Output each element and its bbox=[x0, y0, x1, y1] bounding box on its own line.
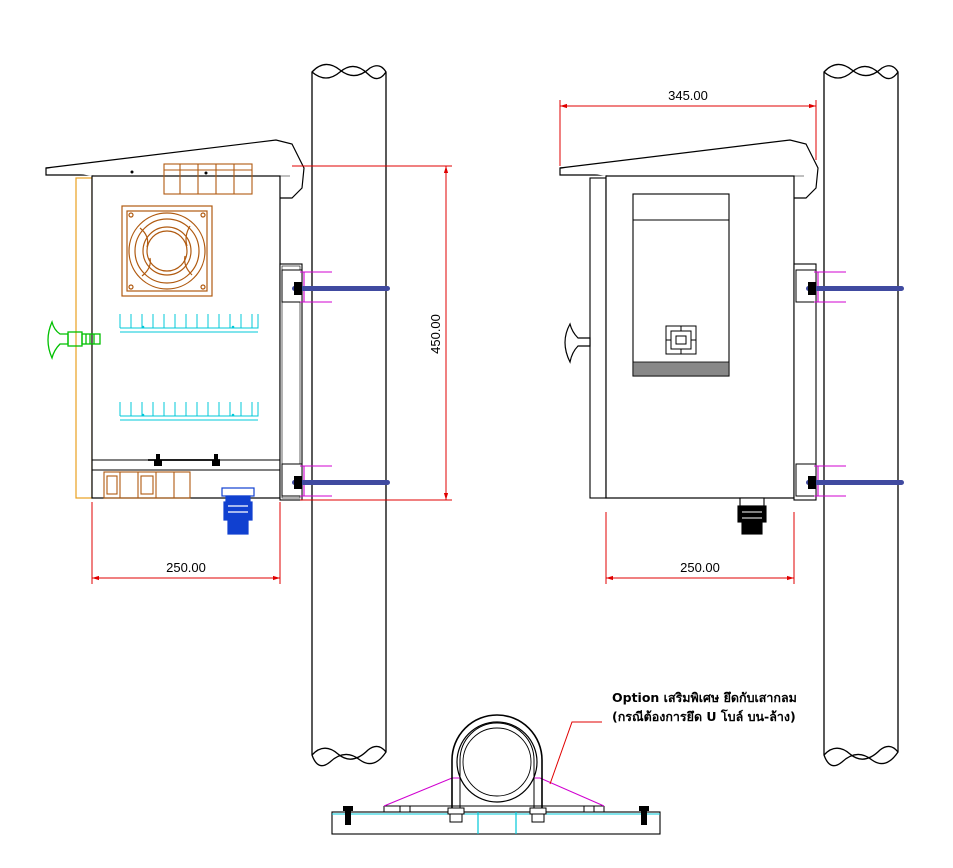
dimension-label: 345.00 bbox=[668, 88, 708, 103]
option-note-line2: (กรณีต้องการยึด U โบล์ บน-ล้าง) bbox=[612, 709, 796, 724]
dimension-width-left: 250.00 bbox=[91, 502, 281, 584]
u-bolt-icon bbox=[795, 269, 904, 497]
round-pole-icon bbox=[823, 63, 899, 767]
u-bolt-icon bbox=[451, 714, 543, 812]
handle-icon bbox=[564, 322, 591, 364]
fan-icon bbox=[121, 205, 213, 297]
round-pole-icon bbox=[311, 63, 387, 767]
u-bolt-icon bbox=[281, 269, 390, 497]
dimension-height: 450.00 bbox=[292, 165, 452, 501]
left-cabinet-view bbox=[45, 139, 390, 535]
dimension-label: 250.00 bbox=[166, 560, 206, 575]
cable-gland-icon bbox=[221, 487, 255, 535]
handle-icon bbox=[47, 320, 101, 360]
vent-grille-icon bbox=[665, 325, 697, 355]
cable-gland-icon bbox=[737, 497, 767, 535]
u-bolt-option-detail bbox=[331, 714, 661, 835]
dimension-label: 250.00 bbox=[680, 560, 720, 575]
dimension-depth-right: 345.00 bbox=[559, 88, 817, 166]
right-cabinet-view bbox=[559, 139, 904, 535]
option-note-line1: Option เสริมพิเศษ ยึดกับเสากลม bbox=[612, 690, 797, 705]
dimension-width-right: 250.00 bbox=[605, 512, 795, 584]
terminal-rail bbox=[119, 314, 259, 421]
option-note: Option เสริมพิเศษ ยึดกับเสากลม (กรณีต้อง… bbox=[612, 688, 797, 726]
dimension-label: 450.00 bbox=[428, 314, 443, 354]
